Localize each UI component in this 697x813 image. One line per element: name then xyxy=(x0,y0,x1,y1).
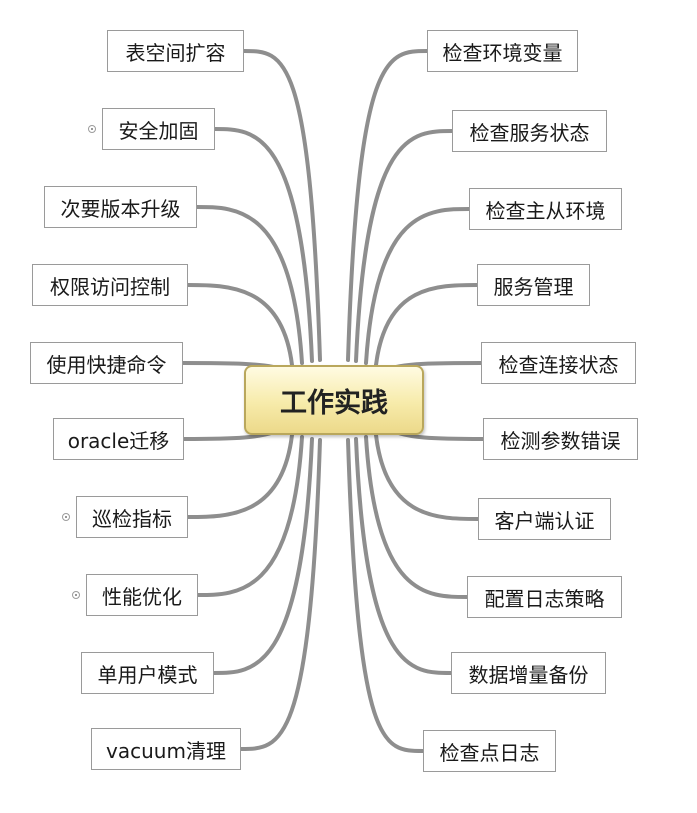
topic-right-6[interactable]: 检测参数错误 xyxy=(483,418,638,460)
central-topic[interactable]: 工作实践 xyxy=(244,365,424,435)
topic-right-8[interactable]: 配置日志策略 xyxy=(467,576,622,618)
connector-left-10 xyxy=(239,438,322,751)
topic-left-3[interactable]: 次要版本升级 xyxy=(44,186,197,228)
topic-left-8[interactable]: 性能优化 xyxy=(86,574,198,616)
connector-left-8 xyxy=(196,435,304,597)
topic-right-1[interactable]: 检查环境变量 xyxy=(427,30,578,72)
connector-right-1 xyxy=(346,49,429,362)
topic-left-5[interactable]: 使用快捷命令 xyxy=(30,342,183,384)
topic-right-5[interactable]: 检查连接状态 xyxy=(481,342,636,384)
expand-icon[interactable] xyxy=(72,591,80,599)
topic-right-10[interactable]: 检查点日志 xyxy=(423,730,556,772)
topic-left-4[interactable]: 权限访问控制 xyxy=(32,264,188,306)
topic-right-4[interactable]: 服务管理 xyxy=(477,264,590,306)
topic-left-10[interactable]: vacuum清理 xyxy=(91,728,241,770)
topic-left-7[interactable]: 巡检指标 xyxy=(76,496,188,538)
topic-right-7[interactable]: 客户端认证 xyxy=(478,498,611,540)
connector-right-9 xyxy=(354,437,453,675)
connector-left-9 xyxy=(212,437,314,675)
topic-right-3[interactable]: 检查主从环境 xyxy=(469,188,622,230)
topic-left-9[interactable]: 单用户模式 xyxy=(81,652,214,694)
topic-right-2[interactable]: 检查服务状态 xyxy=(452,110,607,152)
connector-left-3 xyxy=(195,205,304,365)
topic-right-9[interactable]: 数据增量备份 xyxy=(451,652,606,694)
connector-left-2 xyxy=(213,127,314,363)
connector-right-8 xyxy=(364,435,469,599)
topic-left-2[interactable]: 安全加固 xyxy=(102,108,215,150)
expand-icon[interactable] xyxy=(62,513,70,521)
expand-icon[interactable] xyxy=(88,125,96,133)
topic-left-1[interactable]: 表空间扩容 xyxy=(107,30,244,72)
connector-right-7 xyxy=(374,433,480,521)
topic-left-6[interactable]: oracle迁移 xyxy=(53,418,184,460)
connector-left-4 xyxy=(186,283,294,367)
connector-right-4 xyxy=(374,283,479,367)
connector-right-10 xyxy=(346,438,425,753)
connector-left-7 xyxy=(186,433,294,519)
connector-right-3 xyxy=(364,207,471,365)
connector-right-2 xyxy=(354,129,454,363)
connector-left-1 xyxy=(242,49,322,362)
